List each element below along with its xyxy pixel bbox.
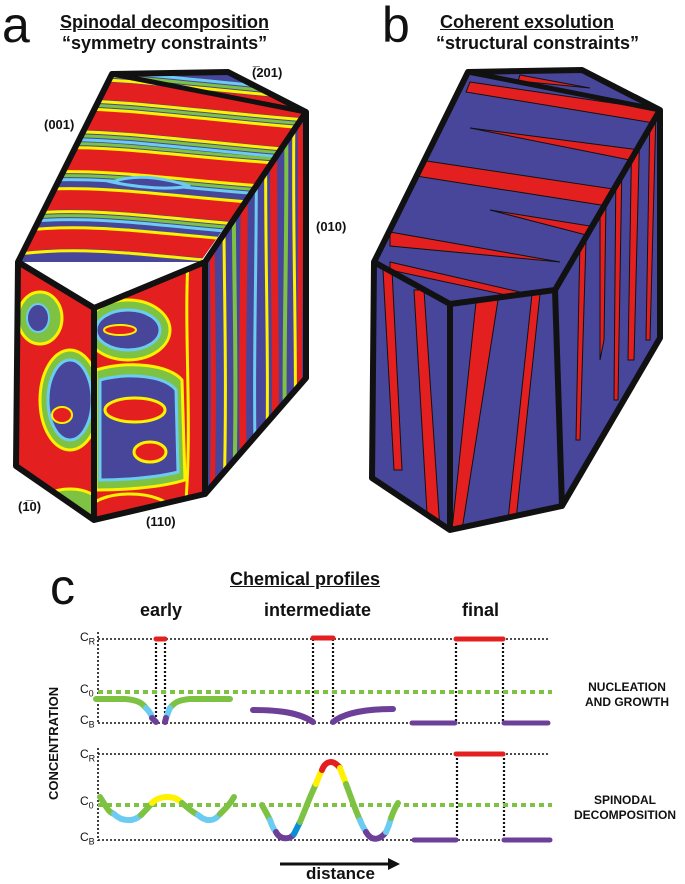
level-cb-row1: CB (80, 713, 95, 730)
panel-b-subtitle: “structural constraints” (436, 33, 640, 53)
row-label-line1: NUCLEATION (588, 680, 666, 694)
face-label-1m10: (1̅0) (18, 499, 42, 514)
panel-b-title: Coherent exsolution (440, 12, 615, 32)
face-label-201: (̅201) (252, 65, 283, 80)
row-label-nucleation-growth: NUCLEATION AND GROWTH (572, 680, 682, 710)
row-label-spinodal-decomposition: SPINODAL DECOMPOSITION (565, 793, 685, 823)
panel-c-title: Chemical profiles (230, 569, 381, 589)
stage-label-intermediate: intermediate (264, 600, 372, 620)
level-c0-row2: C0 (80, 794, 94, 811)
level-cr-row2: CR (80, 747, 96, 764)
level-cb-row2: CB (80, 830, 95, 847)
stage-label-final: final (462, 600, 500, 620)
panel-a-subtitle: “symmetry constraints” (62, 33, 268, 53)
panel-c-letter: c (50, 559, 75, 615)
panel-b-letter: b (382, 0, 410, 53)
row-label-line1: SPINODAL (593, 793, 656, 807)
panel-a-title: Spinodal decomposition (60, 12, 270, 32)
face-label-010: (010) (316, 219, 347, 234)
face-label-110: (110) (146, 514, 176, 529)
row-label-line2: DECOMPOSITION (573, 808, 676, 822)
x-axis-label: distance (306, 864, 375, 883)
panel-a-letter: a (2, 0, 30, 53)
face-label-001: (001) (44, 117, 75, 132)
row-label-line2: AND GROWTH (585, 695, 669, 709)
level-cr-row1: CR (80, 630, 96, 647)
stage-label-early: early (140, 600, 183, 620)
level-c0-row1: C0 (80, 682, 94, 699)
